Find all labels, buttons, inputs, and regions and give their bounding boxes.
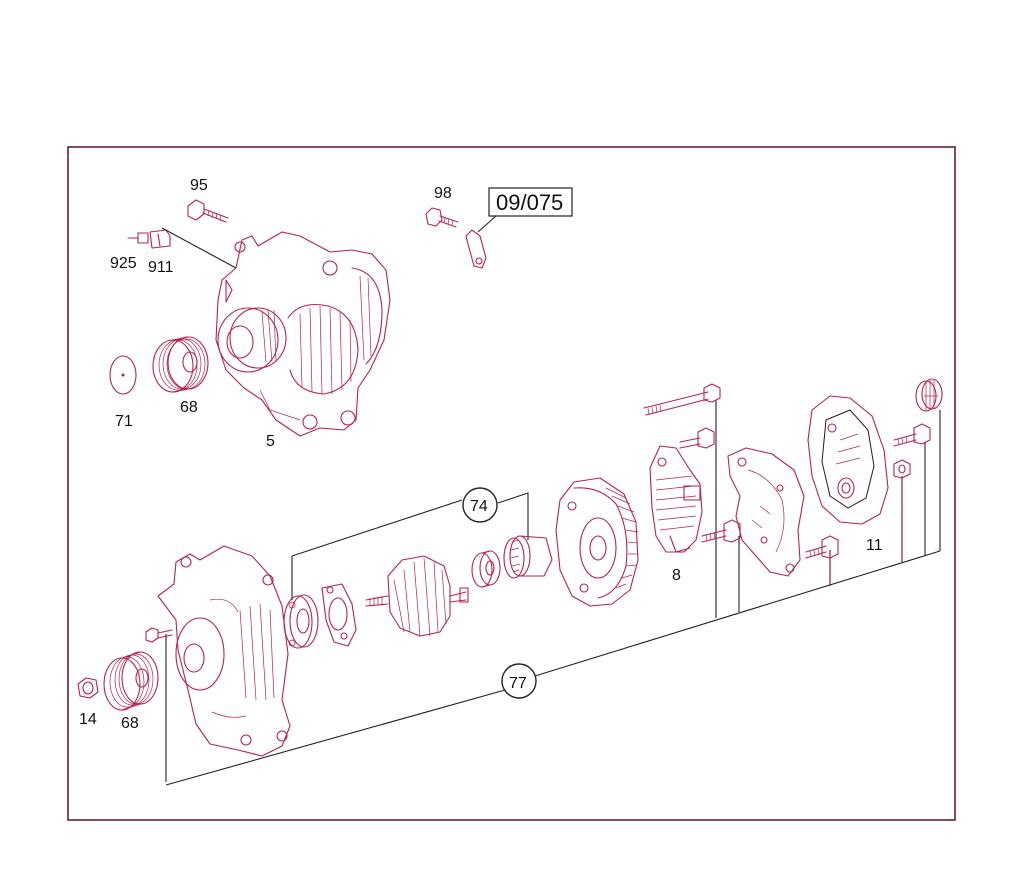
connector-925[interactable] — [127, 232, 149, 244]
label-14: 14 — [79, 711, 97, 728]
label-5: 5 — [266, 433, 275, 450]
label-925: 925 — [110, 255, 137, 272]
label-68-top: 68 — [180, 399, 198, 416]
screw-right[interactable] — [893, 423, 931, 447]
label-8: 8 — [672, 567, 681, 584]
reference-box[interactable] — [488, 187, 573, 217]
bearing-front[interactable] — [283, 594, 319, 649]
label-71: 71 — [115, 413, 133, 430]
regulator-8[interactable] — [649, 445, 703, 553]
callout-77[interactable] — [501, 663, 537, 699]
bolt-95[interactable] — [187, 199, 229, 223]
bracket-09-075[interactable] — [465, 229, 487, 269]
rear-cover-11[interactable] — [807, 395, 889, 525]
label-68-bottom: 68 — [121, 715, 139, 732]
washer-71[interactable] — [109, 355, 137, 395]
label-911: 911 — [148, 259, 174, 276]
retaining-plate[interactable] — [321, 583, 357, 647]
front-housing[interactable] — [157, 545, 291, 757]
cap-right[interactable] — [915, 378, 943, 412]
leader-911 — [161, 227, 237, 269]
rotor[interactable] — [365, 555, 469, 637]
bolt-front[interactable] — [145, 627, 173, 643]
long-bolt[interactable] — [643, 383, 721, 416]
alternator-assembly-5[interactable] — [215, 231, 391, 437]
bearing-74[interactable] — [471, 550, 501, 588]
slip-ring-cap[interactable] — [503, 535, 553, 579]
rear-housing[interactable] — [555, 477, 639, 607]
label-98: 98 — [434, 185, 452, 202]
bolt-98[interactable] — [425, 207, 459, 228]
leader-77-main — [534, 550, 941, 677]
leader-ref — [477, 215, 497, 233]
callout-74[interactable] — [462, 487, 498, 523]
leader-77-base — [165, 689, 506, 786]
screw-lower-8[interactable] — [701, 519, 741, 543]
nut-14[interactable] — [77, 677, 99, 699]
pulley-68-top[interactable] — [152, 336, 209, 393]
nut-right[interactable] — [893, 459, 911, 479]
label-95: 95 — [190, 177, 208, 194]
label-77: 77 — [509, 675, 527, 692]
diagram-frame — [67, 146, 956, 821]
pulley-68-bottom[interactable] — [103, 651, 159, 711]
rectifier[interactable] — [727, 447, 805, 577]
connector-911[interactable] — [149, 229, 171, 249]
screw-upper-8[interactable] — [679, 427, 715, 449]
label-74: 74 — [470, 498, 488, 515]
screw-11[interactable] — [805, 535, 839, 559]
reference-label: 09/075 — [496, 190, 563, 215]
label-11: 11 — [866, 537, 883, 554]
leader-74 — [291, 492, 529, 600]
